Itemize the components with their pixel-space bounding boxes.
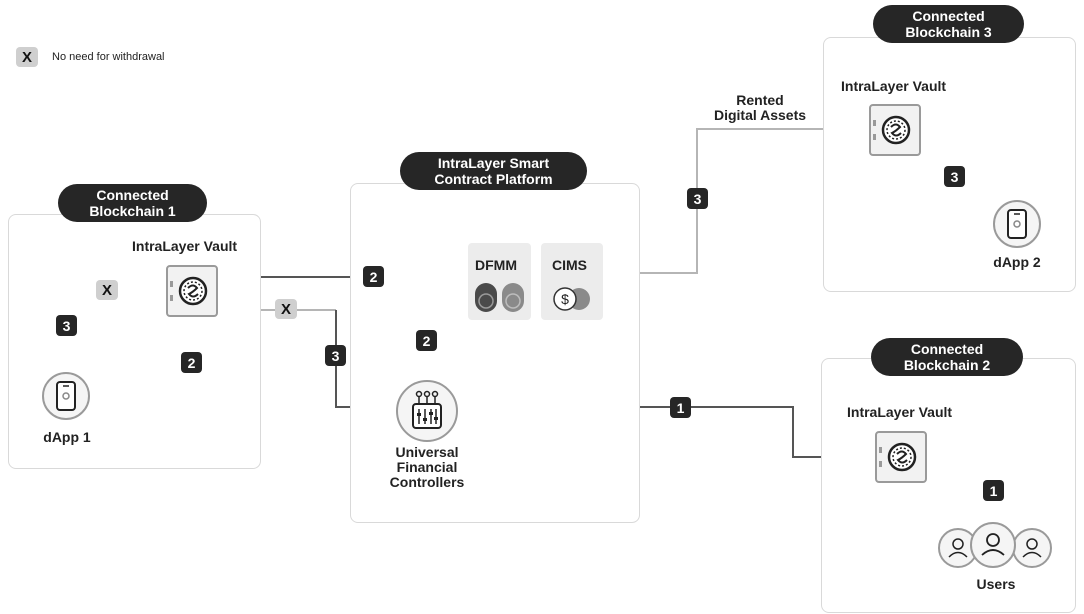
dapp1-phone-icon: [42, 372, 90, 420]
x-badge-vault1: X: [275, 299, 297, 319]
user-icon-center: [970, 522, 1016, 568]
blockchain1-title: Connected Blockchain 1: [58, 184, 207, 222]
blockchain3-title-line1: Connected: [912, 8, 985, 24]
legend-x-badge: X: [16, 47, 38, 67]
line-cims-to-vault3: [603, 124, 859, 274]
step-badge-2-ufc: 2: [416, 330, 437, 351]
step-badge-1-vault2: 1: [670, 397, 691, 418]
platform-title: IntraLayer Smart Contract Platform: [400, 152, 587, 190]
step-badge-2-vault1: 2: [181, 352, 202, 373]
blockchain1-panel: [8, 214, 261, 469]
vault2-icon: [875, 431, 927, 483]
dapp1-label: dApp 1: [43, 429, 91, 445]
user-icon-right: [1012, 528, 1052, 568]
ufc-label: Universal Financial Controllers: [390, 445, 465, 490]
blockchain2-title: Connected Blockchain 2: [871, 338, 1023, 376]
blockchain1-title-line1: Connected: [96, 187, 169, 203]
svg-text:$: $: [561, 291, 569, 307]
ufc-label-line2: Financial: [396, 459, 458, 475]
platform-panel: [350, 183, 640, 523]
step-badge-3-ufc: 3: [325, 345, 346, 366]
vault3-label: IntraLayer Vault: [841, 78, 947, 94]
step-badge-1-users: 1: [983, 480, 1004, 501]
blockchain3-panel: [823, 37, 1076, 292]
legend-text: No need for withdrawal: [52, 51, 165, 63]
platform-title-line1: IntraLayer Smart: [437, 155, 550, 171]
dfmm-toggle-icon: [475, 283, 524, 312]
blockchain3-title: Connected Blockchain 3: [873, 5, 1024, 43]
blockchain1-title-line2: Blockchain 1: [89, 203, 176, 219]
rented-line2: Digital Assets: [713, 107, 807, 123]
dfmm-label: DFMM: [475, 257, 517, 273]
dapp2-label: dApp 2: [993, 254, 1041, 270]
blockchain2-panel: [821, 358, 1076, 613]
platform-title-line2: Contract Platform: [434, 171, 553, 187]
vault1-label: IntraLayer Vault: [132, 238, 238, 254]
dapp2-phone-icon: [993, 200, 1041, 248]
ufc-label-line1: Universal: [395, 444, 459, 460]
vault2-label: IntraLayer Vault: [847, 404, 953, 420]
blockchain3-title-line2: Blockchain 3: [905, 24, 992, 40]
rented-assets-label: Rented Digital Assets: [714, 93, 806, 123]
step-badge-2-dfmm: 2: [363, 266, 384, 287]
cims-label: CIMS: [552, 257, 587, 273]
coin-icon: $: [553, 287, 590, 311]
vault1-icon: [166, 265, 218, 317]
step-badge-3-dapp1: 3: [56, 315, 77, 336]
rented-line1: Rented: [736, 92, 784, 108]
ufc-label-line3: Controllers: [389, 474, 465, 490]
users-label: Users: [976, 576, 1016, 592]
blockchain2-title-line2: Blockchain 2: [903, 357, 991, 373]
vault3-icon: [869, 104, 921, 156]
ufc-controller-icon: [396, 380, 458, 442]
step-badge-3-vault3: 3: [944, 166, 965, 187]
blockchain2-title-line1: Connected: [910, 341, 984, 357]
step-badge-3-cims: 3: [687, 188, 708, 209]
x-badge-dapp1: X: [96, 280, 118, 300]
